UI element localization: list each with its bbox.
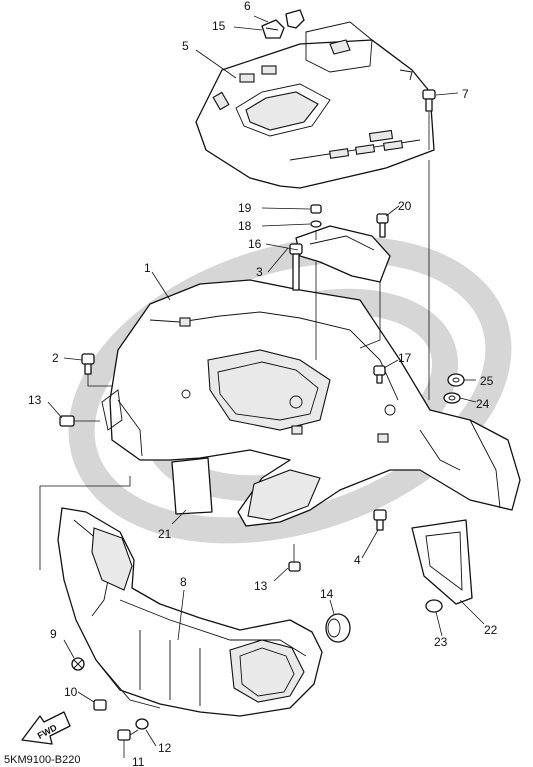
callout-leaders (47, 15, 485, 758)
bolt-part-17 (373, 365, 386, 384)
callout-24: 24 (476, 397, 490, 411)
top-panel-part (195, 21, 435, 189)
callout-14: 14 (320, 587, 334, 601)
callout-21: 21 (158, 527, 172, 541)
nut-part (310, 204, 322, 240)
callout-7: 7 (462, 87, 469, 101)
screw-part (422, 89, 436, 112)
callout-3: 3 (256, 265, 263, 279)
callout-9: 9 (50, 627, 57, 641)
callout-17: 17 (398, 351, 412, 365)
callout-22: 22 (484, 623, 498, 637)
grommet-part (447, 373, 465, 387)
screw-part-10 (93, 699, 107, 711)
screw-part-13b (288, 544, 301, 572)
callout-12: 12 (158, 741, 172, 755)
bracket-part (295, 225, 391, 360)
callout-labels: 6 15 5 7 19 18 20 16 3 1 2 13 17 25 24 2… (28, 0, 498, 767)
cap-part (285, 9, 305, 29)
washer-part-12 (135, 718, 149, 730)
screw-part-13a (59, 415, 100, 427)
callout-2: 2 (52, 351, 59, 365)
grommet-part-14 (325, 613, 351, 643)
callout-15: 15 (212, 19, 226, 33)
clip-part (261, 19, 285, 39)
rivet-part-9 (71, 657, 85, 671)
mud-flap-left-part (171, 457, 213, 515)
washer-part (443, 392, 461, 404)
front-fender-part (101, 279, 521, 527)
callout-20: 20 (398, 199, 412, 213)
part-code-label: 5KM9100-B220 (4, 754, 80, 766)
callout-16: 16 (248, 237, 262, 251)
bolt-part-3 (289, 243, 303, 291)
callout-4: 4 (354, 553, 361, 567)
callout-25: 25 (480, 374, 494, 388)
rivet-part-23 (425, 599, 443, 613)
inner-fender-part (57, 507, 323, 717)
callout-5: 5 (182, 39, 189, 53)
callout-13-upper: 13 (28, 393, 42, 407)
callout-13-lower: 13 (254, 579, 268, 593)
forward-arrow-icon: FWD (21, 711, 71, 745)
callout-1: 1 (144, 261, 151, 275)
callout-23: 23 (434, 635, 448, 649)
callout-6: 6 (244, 0, 251, 13)
callout-10: 10 (64, 685, 78, 699)
callout-11: 11 (132, 755, 145, 767)
mud-flap-right-part (411, 519, 473, 605)
callout-18: 18 (238, 219, 252, 233)
bolt-part-4 (373, 509, 387, 531)
bolt-part-2 (81, 353, 112, 387)
callout-8: 8 (180, 575, 187, 589)
bolt-part-20 (376, 213, 389, 238)
callout-19: 19 (238, 201, 252, 215)
screw-part-11 (117, 729, 139, 741)
